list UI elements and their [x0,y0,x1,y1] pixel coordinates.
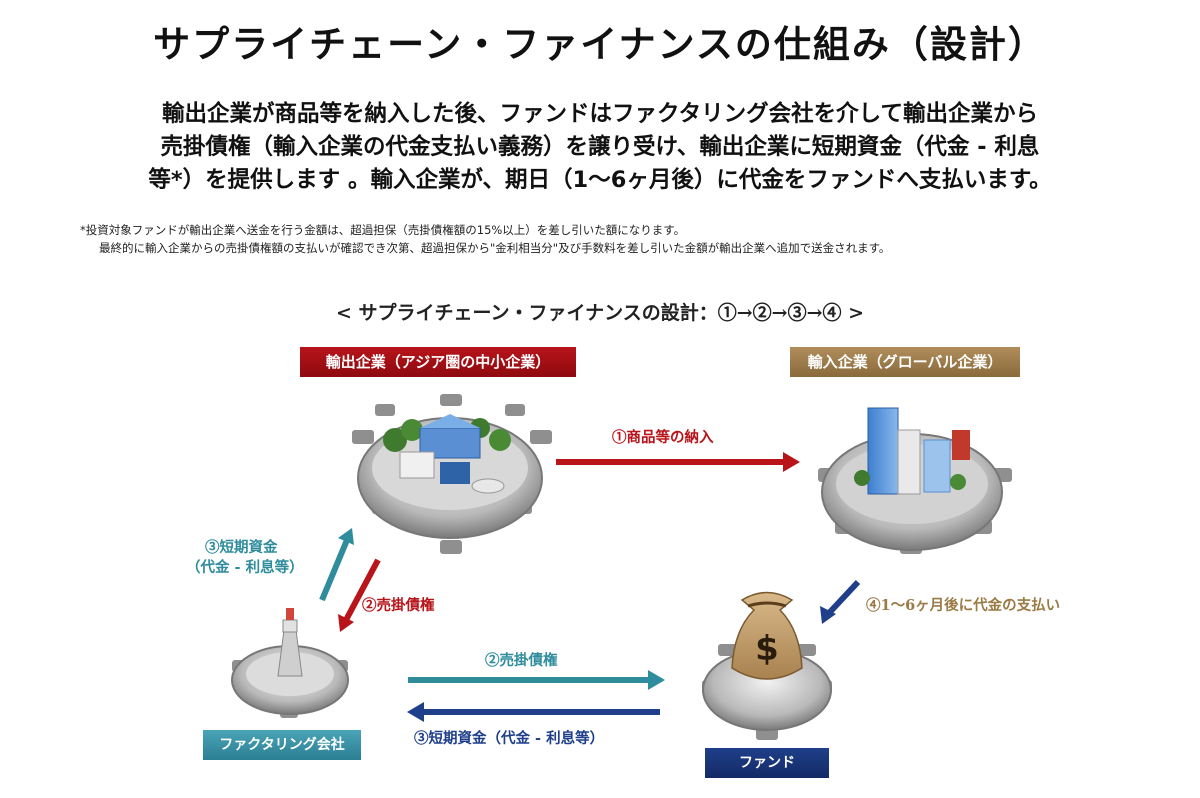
footnote-line-1: *投資対象ファンドが輸出企業へ送金を行う金額は、超過担保（売掛債権額の15%以上… [80,223,686,237]
diagram-title: < サプライチェーン・ファイナンスの設計：①→②→③→④ > [335,302,865,324]
footnote-line-2: 最終的に輸入企業からの売掛債権額の支払いが確認でき次第、超過担保から"金利相当分… [99,241,891,255]
dollar-sign-icon: $ [755,629,779,669]
arrow-receivables-down [338,558,381,632]
arrow-receivables-right [408,670,665,690]
fund-label: ファンド [705,748,829,778]
tower-gear-icon [231,608,349,718]
factoring-company-label: ファクタリング会社 [203,730,361,760]
arrow-short-funds-up [319,528,354,602]
importer-label: 輸入企業（グローバル企業） [790,347,1020,377]
money-bag-gear-icon: $ [702,591,832,740]
description-line-2: 売掛債権（輸入企業の代金支払い義務）を譲り受け、輸出企業に短期資金（代金 - 利… [160,134,1040,160]
exporter-label: 輸出企業（アジア圏の中小企業） [300,347,576,377]
page-title: サプライチェーン・ファイナンスの仕組み（設計） [153,23,1047,66]
description-line-3: 等*）を提供します 。輸入企業が、期日（1～6ヶ月後）に代金をファンドへ支払いま… [148,167,1052,193]
arrow-delivery [556,452,800,472]
flow-receivables-right-label: ②売掛債権 [485,652,558,669]
factory-gear-icon [352,394,552,554]
flow-payment-label: ④1～6ヶ月後に代金の支払い [866,597,1061,614]
description-line-1: 輸出企業が商品等を納入した後、ファンドはファクタリング会社を介して輸出企業から [162,101,1038,127]
flow-short-funds-up-label-2: （代金 - 利息等） [186,559,304,576]
flow-short-funds-up-label-1: ③短期資金 [205,539,278,556]
city-gear-icon [818,407,1012,554]
flow-receivables-down-label: ②売掛債権 [362,597,435,614]
flow-delivery-label: ①商品等の納入 [612,429,714,446]
flow-short-funds-left-label: ③短期資金（代金 - 利息等） [414,730,605,747]
arrow-short-funds-left [407,702,660,722]
arrow-payment [820,579,861,624]
